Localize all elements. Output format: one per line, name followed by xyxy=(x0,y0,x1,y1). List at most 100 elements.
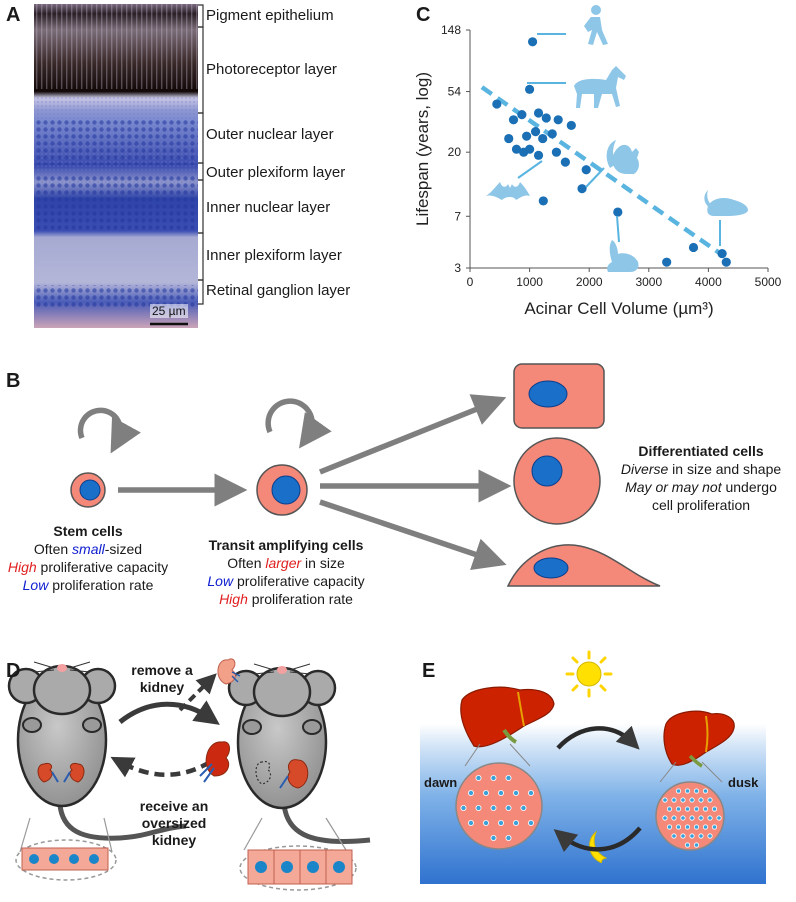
hepatocyte-nucleus xyxy=(482,820,489,827)
hepatocyte-nucleus xyxy=(460,805,467,812)
stem-l2-em: High xyxy=(7,559,37,575)
hepatocyte-nucleus xyxy=(675,824,682,830)
hepatocyte-nucleus xyxy=(490,835,497,842)
hepatocyte-nucleus xyxy=(505,805,512,812)
diff-l2-em: May or may not xyxy=(625,479,722,495)
hepatocyte-nucleus xyxy=(693,824,700,830)
hepatocyte-nucleus xyxy=(684,842,691,848)
stem-cell-title: Stem cells xyxy=(53,523,123,539)
diff-l2-post: undergo xyxy=(721,479,777,495)
remove-label-line-1: remove a xyxy=(131,662,193,678)
transit-l1-pre: Often xyxy=(227,555,266,571)
transit-l2-em: Low xyxy=(207,573,234,589)
liver-dawn-cells xyxy=(455,762,543,850)
data-point xyxy=(508,115,519,125)
x-tick-label: 0 xyxy=(467,275,474,289)
data-point xyxy=(721,257,731,267)
data-point xyxy=(581,165,591,175)
diff-l1-post: in size and shape xyxy=(668,461,782,477)
data-point xyxy=(533,108,544,118)
differentiated-cell-title: Differentiated cells xyxy=(638,443,764,459)
removed-kidney-outline xyxy=(255,760,272,785)
hepatocyte-nucleus xyxy=(680,833,686,839)
transit-l3-em: High xyxy=(219,591,248,607)
data-point xyxy=(522,131,532,141)
hepatocyte-nucleus xyxy=(684,824,691,830)
data-point xyxy=(533,150,544,160)
transit-l1-post: in size xyxy=(301,555,345,571)
hepatocyte-nucleus xyxy=(707,797,713,803)
hepatocyte-nucleus xyxy=(698,833,704,839)
cell-lineage-diagram xyxy=(70,363,661,587)
hepatocyte-nucleus xyxy=(684,806,691,812)
data-point xyxy=(492,99,502,109)
layer-label-inner-nuclear: Inner nuclear layer xyxy=(206,199,331,216)
hepatocyte-nucleus xyxy=(662,797,668,803)
hepatocyte-nucleus xyxy=(482,790,489,797)
hepatocyte-nucleus xyxy=(702,824,709,830)
data-point xyxy=(547,129,557,139)
hepatocyte-nucleus xyxy=(475,775,482,782)
data-point xyxy=(538,196,548,206)
bat-icon xyxy=(486,182,530,200)
data-point xyxy=(613,207,623,217)
retina-micrograph xyxy=(34,4,198,328)
transit-cell-title: Transit amplifying cells xyxy=(208,537,364,553)
hepatocyte-nucleus xyxy=(698,815,704,821)
transit-l3-post: proliferation rate xyxy=(247,591,353,607)
transit-self-renewal-arrow xyxy=(265,398,332,449)
data-point xyxy=(560,157,570,167)
data-point xyxy=(525,84,535,94)
hepatocyte-nucleus xyxy=(675,806,682,812)
panel-label-c: C xyxy=(416,4,431,26)
mouse-icon xyxy=(704,190,748,216)
transit-cell-nucleus xyxy=(271,475,301,505)
sun-icon xyxy=(565,650,613,698)
removed-kidney xyxy=(217,658,241,685)
receive-label-line-2: oversized xyxy=(141,815,207,831)
hepatocyte-nucleus xyxy=(497,790,504,797)
hepatocyte-nucleus xyxy=(698,797,704,803)
hepatocyte-nucleus xyxy=(513,790,520,797)
data-point xyxy=(504,133,514,144)
data-point xyxy=(688,242,699,253)
hepatocyte-nucleus xyxy=(689,797,695,803)
x-tick-label: 1000 xyxy=(516,275,543,289)
mouse-right xyxy=(227,663,371,845)
data-point xyxy=(538,133,548,144)
squirrel-icon xyxy=(606,140,639,174)
stem-l2-post: proliferative capacity xyxy=(36,559,169,575)
hepatocyte-nucleus xyxy=(528,790,535,797)
dusk-to-dawn-arrow xyxy=(553,826,642,853)
data-point xyxy=(553,115,563,125)
liver-dawn xyxy=(460,686,555,748)
data-point xyxy=(566,120,576,131)
dawn-hepatocytes xyxy=(460,775,535,842)
y-tick-label: 20 xyxy=(448,145,462,159)
hepatocyte-nucleus xyxy=(707,815,713,821)
stem-l1-pre: Often xyxy=(33,541,73,557)
hepatocyte-nucleus xyxy=(671,815,677,821)
y-tick-label: 7 xyxy=(454,209,461,223)
flat-cell-nucleus xyxy=(533,557,569,579)
arrow-to-rectangular-cell xyxy=(318,394,507,475)
rabbit-icon xyxy=(607,240,639,272)
transit-cell-caption: Transit amplifying cells Often larger in… xyxy=(196,536,376,608)
receive-label-line-3: kidney xyxy=(151,832,197,848)
remove-kidney-label: remove a kidney xyxy=(122,662,202,696)
animal-icons xyxy=(486,5,748,272)
data-point xyxy=(662,257,672,267)
mouse-left xyxy=(7,661,187,841)
retina-layer-brackets xyxy=(198,4,204,305)
panel-label-b: B xyxy=(6,370,21,392)
mouse-right-enlarged-kidney xyxy=(287,759,309,789)
mouse-right-head xyxy=(252,666,312,718)
differentiated-cell-flat xyxy=(506,544,661,587)
hepatocyte-nucleus xyxy=(711,806,718,812)
hepatocyte-nucleus xyxy=(693,842,700,848)
dawn-to-dusk-arrow xyxy=(556,725,640,750)
round-cell-nucleus xyxy=(531,455,563,487)
data-point xyxy=(525,144,535,154)
